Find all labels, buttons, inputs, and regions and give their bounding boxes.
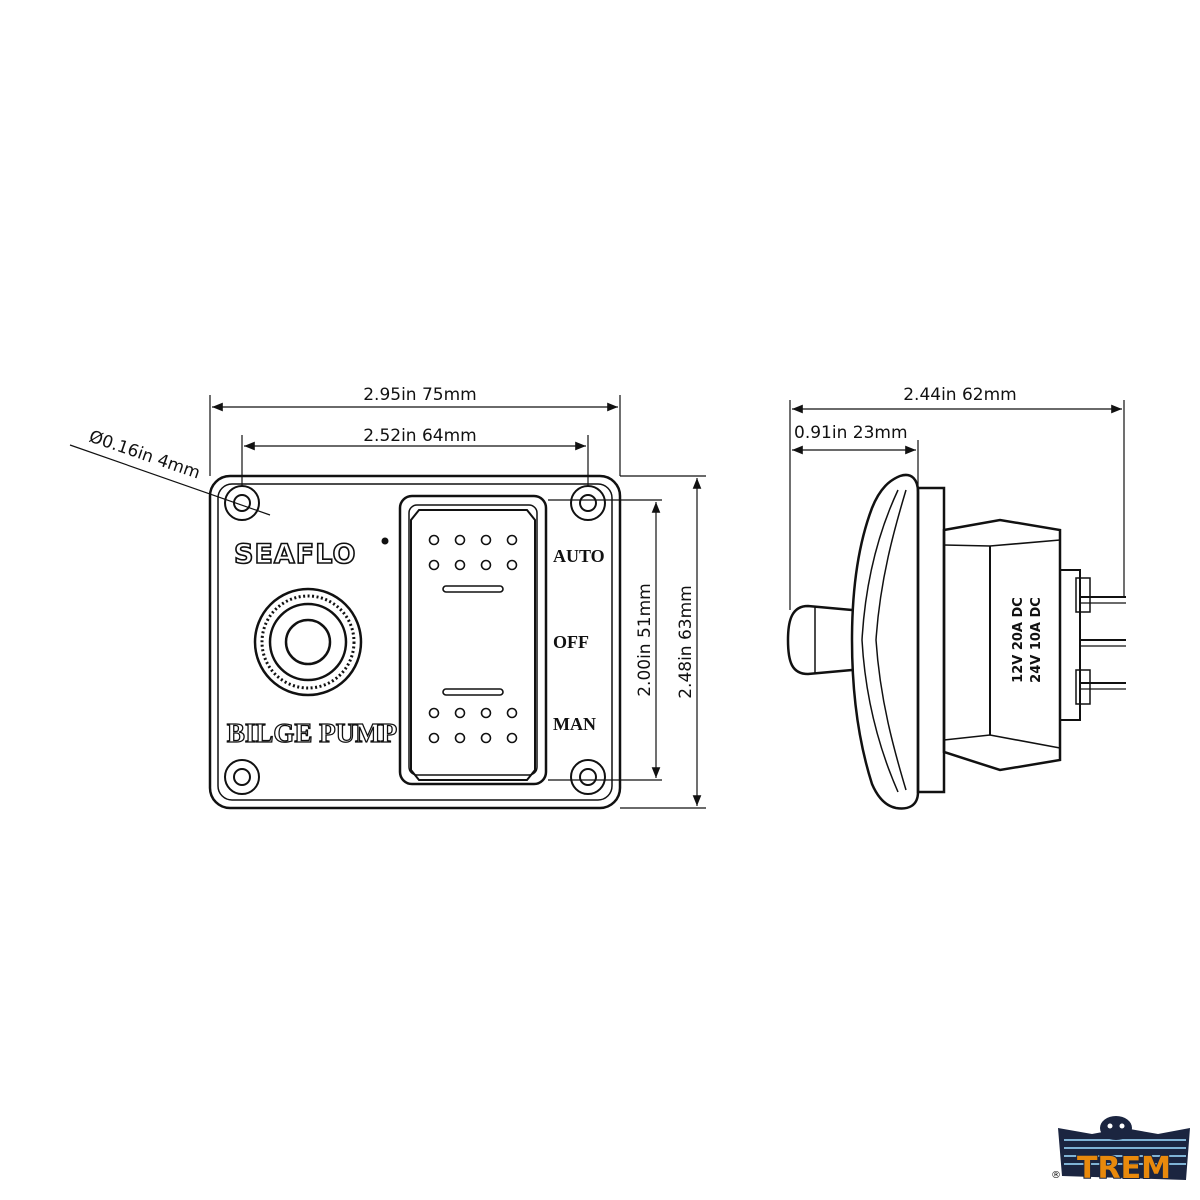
dimension-hole-diameter: Ø0.16in 4mm	[69, 427, 271, 516]
mounting-hole-top-right	[570, 485, 606, 521]
rocker-ridge-bottom	[442, 688, 504, 696]
brand-dot-icon	[381, 537, 389, 545]
dimension-overall-height: 2.48in 63mm	[620, 475, 706, 809]
hole-diameter-text: Ø0.16in 4mm	[86, 427, 202, 484]
rating-line-1: 12V 20A DC	[1011, 597, 1026, 683]
mounting-hole-bottom-right	[570, 759, 606, 795]
dimension-overall-width: 2.95in 75mm	[209, 385, 621, 476]
position-auto-label: AUTO	[553, 546, 605, 566]
trem-logo-mascot-icon	[1100, 1116, 1132, 1140]
side-bezel-inner	[861, 489, 899, 793]
switch-height-text: 2.00in 51mm	[635, 583, 655, 697]
trem-logo-text: TREM	[1077, 1151, 1171, 1186]
panel-inner-outline	[217, 483, 613, 801]
side-fuse-cap	[786, 604, 853, 676]
overall-height-text: 2.48in 63mm	[676, 585, 696, 699]
trem-logo: TREM ®	[1051, 1116, 1190, 1187]
side-terminals	[1075, 577, 1126, 705]
position-man-label: MAN	[553, 714, 596, 734]
overall-width-text: 2.95in 75mm	[363, 385, 477, 405]
rating-line-2: 24V 10A DC	[1029, 597, 1044, 683]
dimension-overall-depth: 2.44in 62mm	[789, 385, 1125, 610]
dimension-bezel-depth: 0.91in 23mm	[792, 423, 919, 488]
panel-label: BILGE PUMP	[227, 718, 397, 748]
mounting-hole-bottom-left	[224, 759, 260, 795]
rocker-switch	[398, 494, 548, 786]
side-terminal-block	[1059, 569, 1081, 721]
side-view: 12V 20A DC 24V 10A DC 2.44in 62mm 0.91in…	[786, 385, 1126, 810]
led-dots-bottom	[428, 707, 518, 744]
fuse-holder	[253, 587, 363, 697]
mounting-hole-top-left	[224, 485, 260, 521]
position-off-label: OFF	[553, 632, 589, 652]
trem-logo-stripes	[1064, 1139, 1186, 1165]
led-dots-top	[428, 534, 518, 571]
hole-spacing-text: 2.52in 64mm	[363, 426, 477, 446]
dimension-hole-spacing: 2.52in 64mm	[241, 426, 589, 486]
rocker-ridge-top	[442, 585, 504, 593]
overall-depth-text: 2.44in 62mm	[903, 385, 1017, 405]
dimension-switch-height: 2.00in 51mm	[548, 499, 662, 781]
trem-registered-mark: ®	[1051, 1170, 1061, 1181]
side-flange	[916, 486, 946, 794]
front-view: SEAFLO BILGE PUMP	[69, 385, 706, 810]
side-switch-body	[942, 518, 1062, 772]
bezel-depth-text: 0.91in 23mm	[794, 423, 908, 443]
panel-outline	[208, 474, 622, 810]
brand-logo: SEAFLO	[234, 539, 356, 570]
